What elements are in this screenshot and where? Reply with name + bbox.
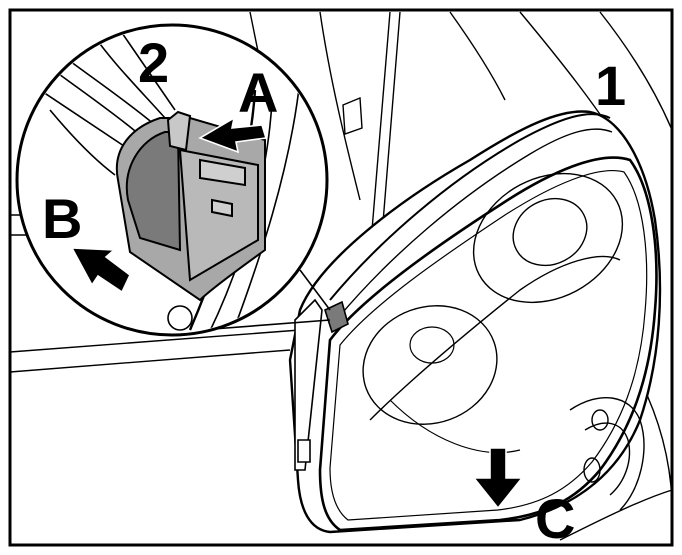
arrow-a-icon: [198, 116, 268, 154]
headlamp-housing: [288, 110, 662, 534]
projector-lower: [362, 305, 498, 425]
arrow-c-icon: [472, 447, 524, 510]
headlamp-assembly: [288, 110, 662, 534]
detail-magnifier: [15, 23, 329, 337]
headlamp-lens: [318, 156, 658, 532]
callout-c: C: [535, 487, 575, 550]
arrow-b-icon: [70, 247, 132, 294]
projector-outer: [472, 172, 624, 304]
headlamp-side-bracket: [294, 298, 323, 471]
callout-1: 1: [595, 54, 626, 117]
callout-2: 2: [138, 31, 169, 94]
connector-plug: [115, 110, 266, 302]
callout-b: B: [42, 187, 82, 250]
callout-a: A: [238, 61, 278, 124]
fog-lamp-area: [569, 396, 645, 511]
headlamp-connector-socket: [324, 300, 349, 334]
